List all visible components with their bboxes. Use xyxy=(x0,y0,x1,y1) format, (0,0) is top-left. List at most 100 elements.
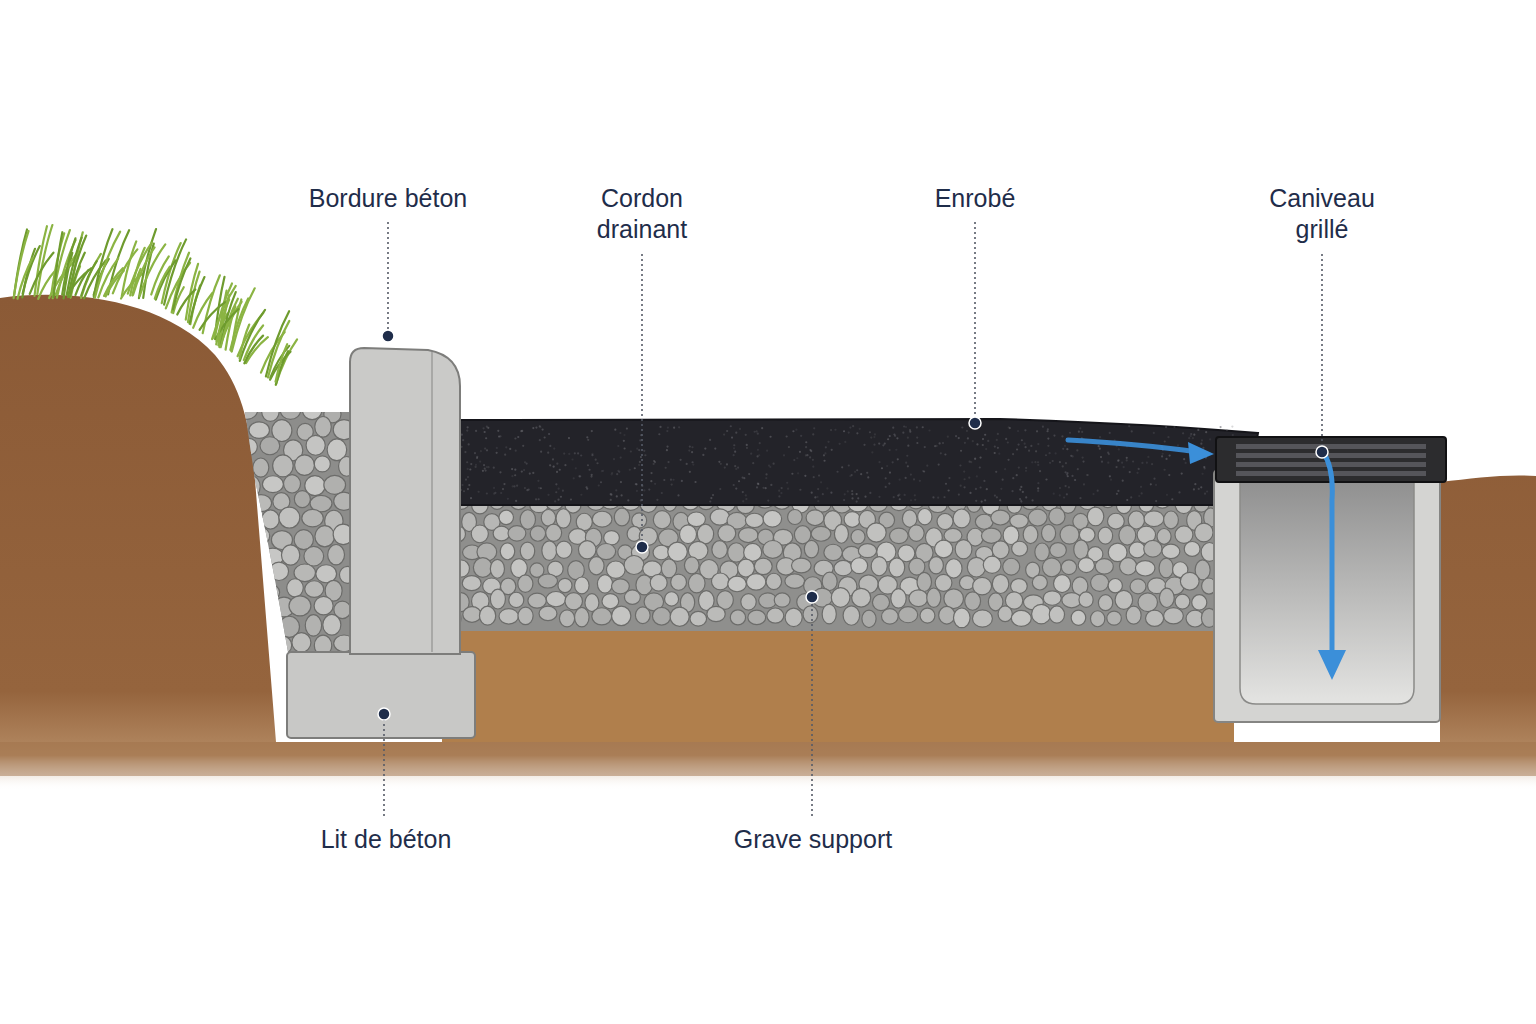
asphalt-speck xyxy=(1045,478,1047,480)
asphalt-speck xyxy=(1049,462,1051,464)
concrete-bed xyxy=(287,652,475,738)
asphalt-speck xyxy=(1079,497,1081,499)
asphalt-speck xyxy=(548,433,550,435)
asphalt-speck xyxy=(514,474,516,476)
stone xyxy=(592,511,612,527)
asphalt-speck xyxy=(529,472,531,474)
asphalt-speck xyxy=(553,448,555,450)
stone xyxy=(785,574,805,589)
asphalt-speck xyxy=(643,489,645,491)
asphalt-speck xyxy=(636,448,638,450)
asphalt-speck xyxy=(568,453,570,455)
asphalt-speck xyxy=(786,435,788,437)
stone xyxy=(284,475,301,493)
asphalt-speck xyxy=(859,428,861,430)
asphalt-speck xyxy=(1155,484,1157,486)
asphalt-speck xyxy=(830,429,832,431)
asphalt-speck xyxy=(795,429,797,431)
asphalt-speck xyxy=(963,478,965,480)
asphalt-speck xyxy=(910,474,912,476)
asphalt-speck xyxy=(1178,491,1180,493)
asphalt-speck xyxy=(487,466,489,468)
asphalt-speck xyxy=(967,437,969,439)
stone xyxy=(530,526,545,541)
stone xyxy=(253,635,273,656)
grass-blade xyxy=(240,325,250,359)
asphalt-speck xyxy=(511,475,513,477)
stone xyxy=(1095,559,1113,575)
stone xyxy=(1042,524,1056,541)
asphalt-speck xyxy=(1099,448,1101,450)
stone xyxy=(690,611,707,626)
stone xyxy=(262,510,280,529)
asphalt-speck xyxy=(984,499,986,501)
asphalt-speck xyxy=(851,490,853,492)
asphalt-speck xyxy=(955,435,957,437)
asphalt-speck xyxy=(670,479,672,481)
asphalt-speck xyxy=(512,485,514,487)
asphalt-speck xyxy=(549,445,551,447)
asphalt-speck xyxy=(726,463,728,465)
stone xyxy=(748,610,766,624)
stone xyxy=(680,525,697,544)
asphalt-speck xyxy=(704,448,706,450)
asphalt-speck xyxy=(667,426,669,428)
asphalt-speck xyxy=(511,468,513,470)
asphalt-speck xyxy=(463,490,465,492)
asphalt-speck xyxy=(982,444,984,446)
asphalt-speck xyxy=(1136,472,1138,474)
stone xyxy=(652,607,670,625)
asphalt-speck xyxy=(851,497,853,499)
asphalt-speck xyxy=(516,485,518,487)
asphalt-speck xyxy=(1131,430,1133,432)
stone xyxy=(763,510,782,527)
asphalt-speck xyxy=(1132,460,1134,462)
asphalt-speck xyxy=(812,459,814,461)
stone xyxy=(803,606,818,623)
stone xyxy=(834,524,848,543)
asphalt-speck xyxy=(618,471,620,473)
stone xyxy=(684,557,699,574)
asphalt-speck xyxy=(836,471,838,473)
stone xyxy=(273,455,294,477)
asphalt-speck xyxy=(1064,471,1066,473)
asphalt-speck xyxy=(1138,495,1140,497)
asphalt-speck xyxy=(1007,459,1009,461)
asphalt-layer xyxy=(442,419,1258,505)
asphalt-speck xyxy=(745,434,747,436)
asphalt-speck xyxy=(1173,426,1175,428)
asphalt-speck xyxy=(575,467,577,469)
asphalt-speck xyxy=(559,469,561,471)
asphalt-speck xyxy=(1059,487,1061,489)
asphalt-speck xyxy=(673,427,675,429)
asphalt-speck xyxy=(1005,438,1007,440)
asphalt-speck xyxy=(504,454,506,456)
asphalt-speck xyxy=(503,483,505,485)
asphalt-speck xyxy=(480,450,482,452)
asphalt-speck xyxy=(899,479,901,481)
stone xyxy=(811,526,831,541)
stone xyxy=(499,609,518,624)
asphalt-speck xyxy=(678,426,680,428)
asphalt-speck xyxy=(1153,478,1155,480)
asphalt-speck xyxy=(719,488,721,490)
stone xyxy=(867,523,887,542)
asphalt-speck xyxy=(580,454,582,456)
asphalt-speck xyxy=(885,486,887,488)
stone xyxy=(650,574,667,591)
stone xyxy=(918,508,932,524)
asphalt-speck xyxy=(493,487,495,489)
asphalt-speck xyxy=(800,435,802,437)
stone xyxy=(1144,540,1162,557)
asphalt-speck xyxy=(1037,487,1039,489)
grass-blade xyxy=(155,267,170,299)
asphalt-speck xyxy=(1047,437,1049,439)
asphalt-speck xyxy=(1165,458,1167,460)
asphalt-speck xyxy=(1070,455,1072,457)
asphalt-speck xyxy=(1193,488,1195,490)
asphalt-speck xyxy=(1053,493,1055,495)
asphalt-speck xyxy=(968,477,970,479)
concrete-kerb xyxy=(350,348,460,654)
asphalt-speck xyxy=(1065,462,1067,464)
